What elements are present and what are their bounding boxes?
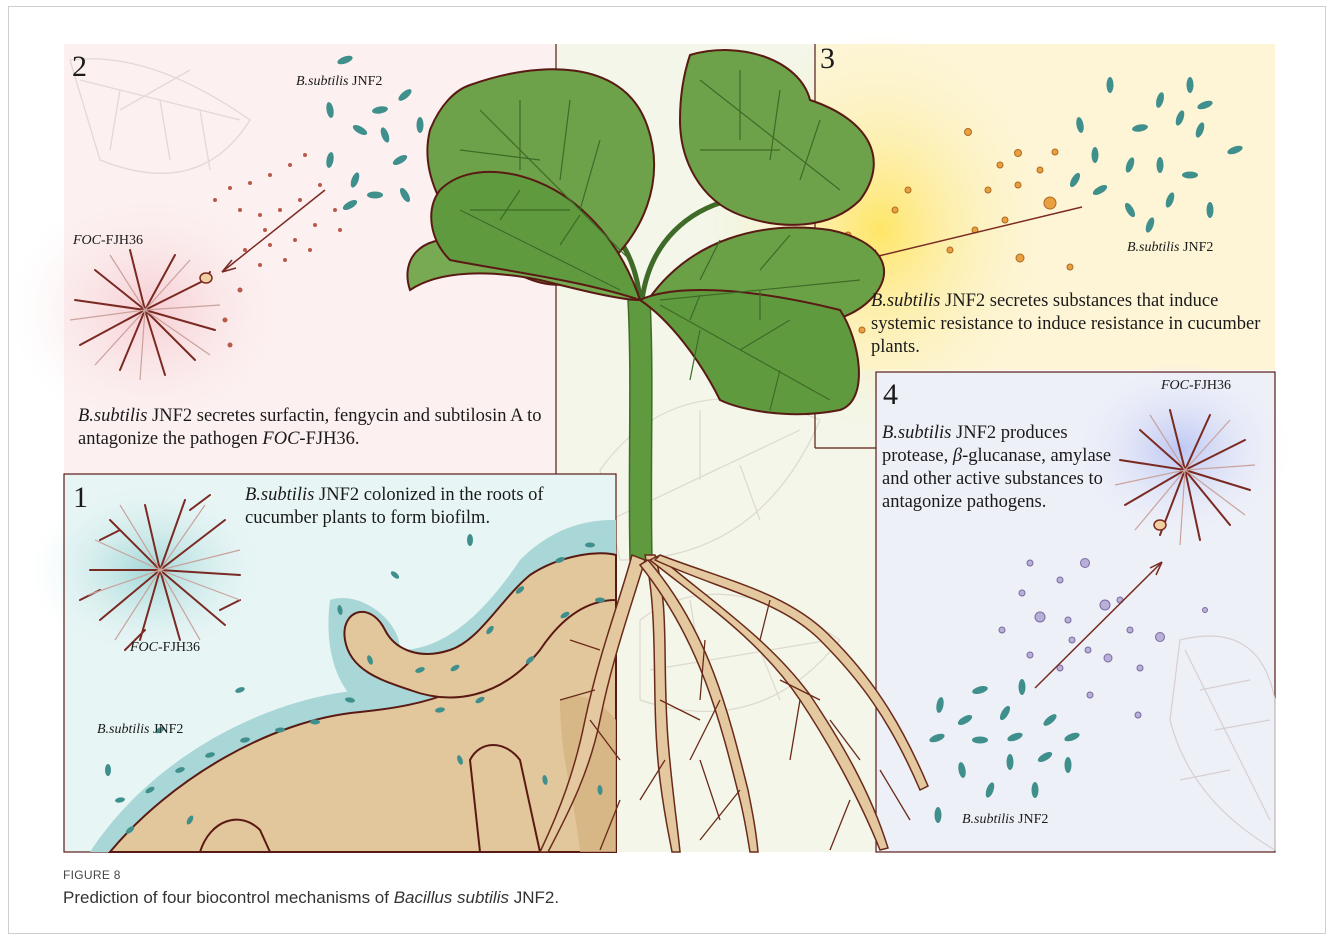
panel-2-description: B.subtilis JNF2 secretes surfactin, feng… bbox=[78, 405, 548, 451]
panel-4-bsubtilis-label: B.subtilis JNF2 bbox=[962, 812, 1048, 828]
panel-1-number: 1 bbox=[73, 483, 88, 513]
panel-3-bsubtilis-label: B.subtilis JNF2 bbox=[1127, 240, 1213, 256]
panel-2-foc-label: FOC-FJH36 bbox=[73, 233, 143, 249]
panel-4-description: B.subtilis JNF2 produces protease, β-glu… bbox=[882, 422, 1114, 514]
plant-stem bbox=[628, 300, 652, 560]
panel-2-number: 2 bbox=[72, 52, 87, 82]
figure-caption: Prediction of four biocontrol mechanisms… bbox=[63, 888, 559, 908]
panel-1-description: B.subtilis JNF2 colonized in the roots o… bbox=[245, 484, 605, 530]
panel-1-foc-label: FOC-FJH36 bbox=[130, 640, 200, 656]
panel-2-bsubtilis-label: B.subtilis JNF2 bbox=[296, 74, 382, 90]
panel-3-number: 3 bbox=[820, 44, 835, 74]
figure-label: FIGURE 8 bbox=[63, 868, 121, 882]
panel-3-description: B.subtilis JNF2 secretes substances that… bbox=[871, 290, 1271, 359]
panel-4-number: 4 bbox=[883, 380, 898, 410]
panel-4-foc-label: FOC-FJH36 bbox=[1161, 378, 1231, 394]
panel-1-bsubtilis-label: B.subtilis JNF2 bbox=[97, 722, 183, 738]
